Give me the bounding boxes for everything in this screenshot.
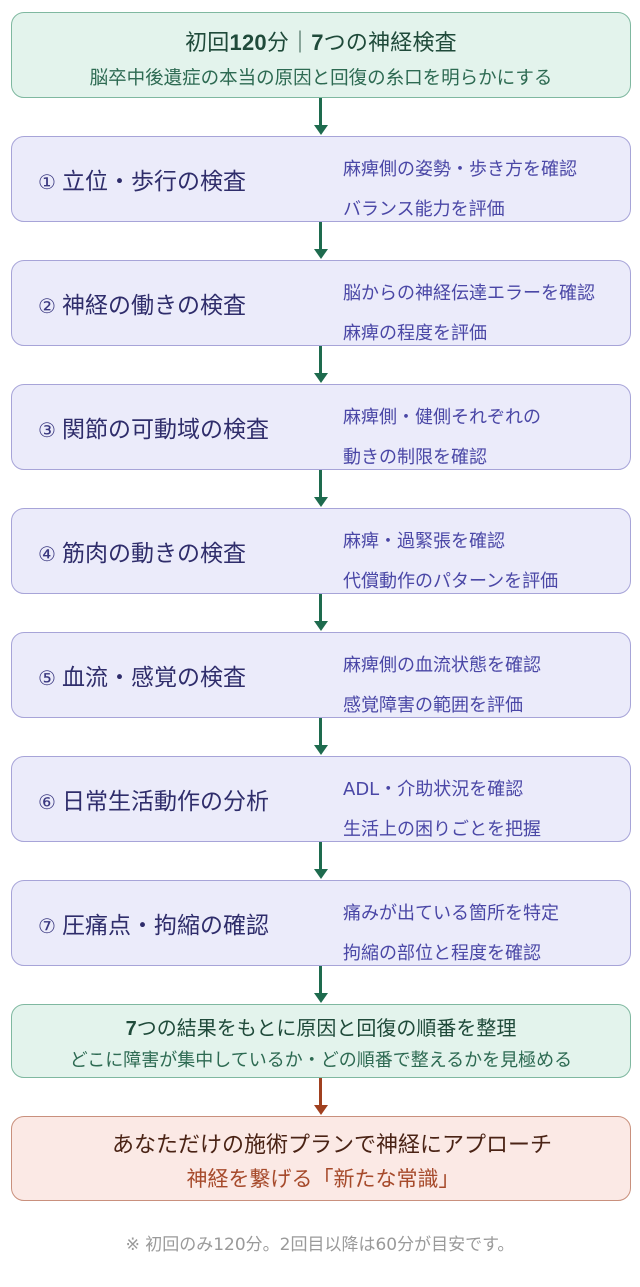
step-detail: 拘縮の部位と程度を確認 [343,943,541,964]
step-detail: 生活上の困りごとを把握 [343,819,541,840]
step-detail: 動きの制限を確認 [343,447,487,468]
step-detail: 代償動作のパターンを評価 [343,571,559,592]
step-number: ⑤ [38,666,56,690]
flow-arrow-down-icon [314,470,328,507]
step-title-text: 圧痛点・拘縮の確認 [61,913,269,939]
step-detail: 麻痺側の血流状態を確認 [343,655,541,676]
header-subtitle: 脳卒中後遺症の本当の原因と回復の糸口を明らかにする [89,68,553,89]
step-number: ② [38,294,56,318]
flow-arrow-down-icon [314,718,328,755]
summary-title-text: つの結果をもとに原因と回復の順番を整理 [136,1016,517,1040]
header-title: 初回120分｜7つの神経検査 [12,25,630,57]
step-title-text: 血流・感覚の検査 [61,665,246,691]
final-subtitle: 神経を繋げる「新たな常識」 [186,1167,460,1191]
flow-arrow-down-icon [314,1078,328,1115]
footnote: ※ 初回のみ120分。2回目以降は60分が目安です。 [125,1235,515,1255]
summary-subtitle: どこに障害が集中しているか・どの順番で整えるかを見極める [69,1050,573,1071]
step-title-text: 神経の働きの検査 [61,293,246,319]
step-detail: ADL・介助状況を確認 [343,779,524,800]
step-detail: 麻痺側の姿勢・歩き方を確認 [343,159,577,180]
summary-box: 7つの結果をもとに原因と回復の順番を整理 どこに障害が集中しているか・どの順番で… [11,1004,631,1078]
flow-arrow-down-icon [314,594,328,631]
final-title: あなただけの施術プランで神経にアプローチ [111,1133,552,1158]
step-number: ⑦ [38,914,56,938]
step-title-text: 日常生活動作の分析 [61,789,269,815]
step-details: 麻痺・過緊張を確認 代償動作のパターンを評価 [343,522,558,602]
title-separator: ｜ [289,31,312,56]
flow-arrow-down-icon [314,222,328,259]
step-detail: 痛みが出ている箇所を特定 [343,903,559,924]
title-unit: 分 [266,31,290,56]
flow-arrow-down-icon [314,966,328,1003]
title-minutes: 120 [229,30,267,55]
step-details: 痛みが出ている箇所を特定 拘縮の部位と程度を確認 [343,894,559,974]
final-box: あなただけの施術プランで神経にアプローチ 神経を繋げる「新たな常識」 [11,1116,631,1201]
title-suffix: つの神経検査 [323,31,457,56]
step-detail: 麻痺・過緊張を確認 [343,531,505,552]
step-detail: 麻痺側・健側それぞれの [343,407,541,428]
step-title-text: 立位・歩行の検査 [61,169,246,195]
flow-arrow-down-icon [314,98,328,135]
step-details: 麻痺側・健側それぞれの 動きの制限を確認 [343,398,541,478]
step-detail: バランス能力を評価 [343,199,505,220]
step-number: ⑥ [38,790,56,814]
step-title-text: 筋肉の動きの検査 [61,541,246,567]
summary-title: 7つの結果をもとに原因と回復の順番を整理 [12,1012,630,1041]
step-detail: 脳からの神経伝達エラーを確認 [343,283,595,304]
step-details: 麻痺側の姿勢・歩き方を確認 バランス能力を評価 [343,150,577,230]
step-number: ③ [38,418,56,442]
step-number: ④ [38,542,56,566]
step-title-text: 関節の可動域の検査 [61,417,269,443]
flow-arrow-down-icon [314,842,328,879]
title-count: 7 [311,30,324,55]
header-box: 初回120分｜7つの神経検査 脳卒中後遺症の本当の原因と回復の糸口を明らかにする [11,12,631,98]
step-details: 麻痺側の血流状態を確認 感覚障害の範囲を評価 [343,646,541,726]
summary-count: 7 [125,1018,137,1040]
step-detail: 感覚障害の範囲を評価 [343,695,523,716]
flow-arrow-down-icon [314,346,328,383]
step-details: 脳からの神経伝達エラーを確認 麻痺の程度を評価 [343,274,595,354]
step-detail: 麻痺の程度を評価 [343,323,487,344]
title-prefix: 初回 [185,31,230,56]
step-number: ① [38,170,56,194]
step-details: ADL・介助状況を確認 生活上の困りごとを把握 [343,770,541,850]
